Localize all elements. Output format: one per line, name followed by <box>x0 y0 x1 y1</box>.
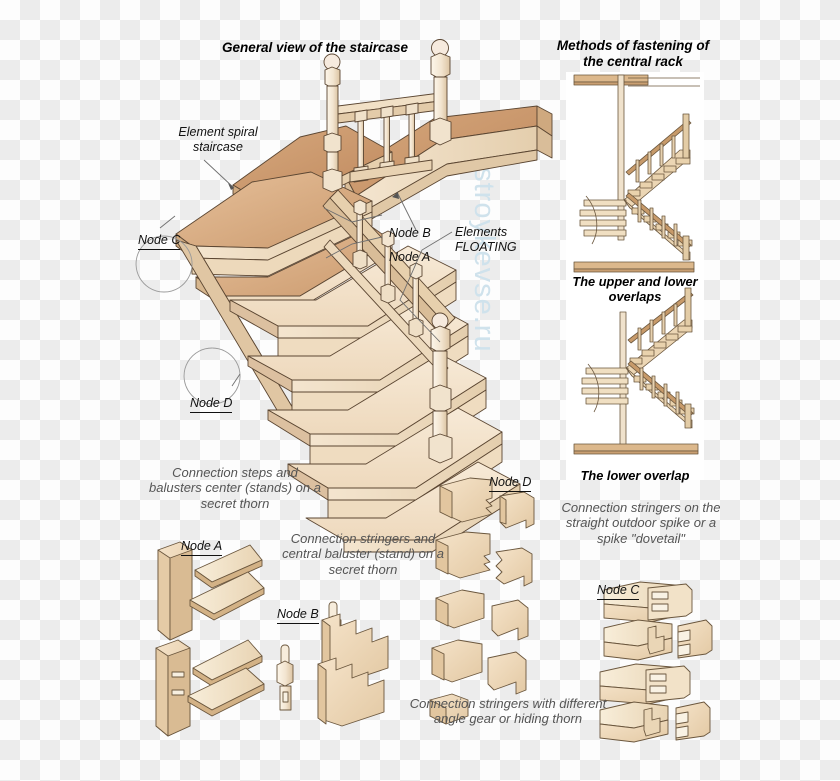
figure-lower-overlap <box>573 287 699 455</box>
figure-upper-lower-overlaps <box>573 74 700 273</box>
node-a-illustration <box>155 541 265 737</box>
node-d-illustration <box>431 477 535 695</box>
label-node-c: Node C <box>597 562 640 600</box>
node-d-text: Node D <box>489 475 532 492</box>
label-node-a: Node A <box>181 518 223 556</box>
caption-node-b: Connection stringers and central baluste… <box>282 531 444 577</box>
node-c-text: Node C <box>597 583 640 600</box>
main-title: General view of the staircase <box>221 40 409 55</box>
node-a-main-text: Node A <box>389 249 431 264</box>
newel-post-right <box>429 39 452 146</box>
rake-balusters <box>352 199 424 338</box>
node-d-extra-block <box>429 693 469 725</box>
node-c-main-text: Node C <box>138 233 181 250</box>
node-d-main-text: Node D <box>190 396 233 413</box>
label-node-c-main: Node C <box>138 212 181 250</box>
node-c-illustration <box>599 581 713 743</box>
caption-lower-overlap: The lower overlap <box>580 468 690 483</box>
label-node-b: Node B <box>277 586 319 624</box>
newel-post-left <box>322 53 343 193</box>
label-node-a-main: Node A <box>389 229 430 267</box>
label-node-d-main: Node D <box>190 375 233 413</box>
label-node-b-main: Node B <box>389 205 431 243</box>
label-elements-floating: Elements FLOATING <box>455 225 517 254</box>
label-element-spiral-staircase: Element spiral staircase <box>178 125 258 154</box>
bottom-newel-post <box>428 312 453 464</box>
caption-node-c: Connection stringers on the straight out… <box>561 500 721 546</box>
node-a-text: Node A <box>181 539 223 556</box>
leader-lines <box>135 159 453 405</box>
upper-balusters <box>349 102 433 183</box>
node-b-main-text: Node B <box>389 225 431 240</box>
caption-node-a: Connection steps and balusters center (s… <box>149 465 321 511</box>
right-panel-title: Methods of fastening of the central rack <box>556 38 710 69</box>
caption-upper-lower-overlaps: The upper and lower overlaps <box>572 274 698 305</box>
caption-node-d: Connection stringers with different angl… <box>409 696 607 727</box>
label-node-d: Node D <box>489 454 532 492</box>
spiral-winder-treads <box>175 125 393 309</box>
node-b-text: Node B <box>277 607 319 624</box>
node-b-illustration <box>276 601 389 727</box>
